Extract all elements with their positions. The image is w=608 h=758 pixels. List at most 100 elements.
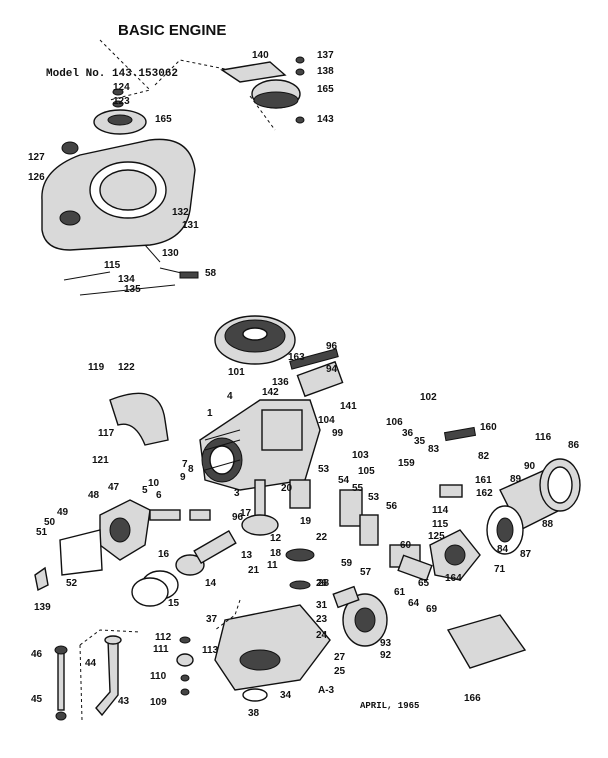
callout-119: 119	[88, 362, 105, 373]
callout-88: 88	[542, 519, 554, 530]
muffler	[332, 585, 388, 647]
revision-date: APRIL, 1965	[360, 701, 419, 711]
callout-14: 14	[205, 578, 217, 589]
callout-127: 127	[28, 152, 45, 163]
callout-38: 38	[248, 708, 260, 719]
crankcase-cover	[214, 599, 331, 702]
nut-127	[61, 141, 79, 155]
callout-131: 131	[182, 220, 199, 231]
callout-24: 24	[316, 630, 328, 641]
callout-56: 56	[386, 501, 398, 512]
callout-27: 27	[334, 652, 346, 663]
callout-34: 34	[280, 690, 292, 701]
callout-161: 161	[475, 475, 492, 486]
callout-87: 87	[520, 549, 532, 560]
dipstick	[57, 649, 65, 711]
callout-69: 69	[426, 604, 438, 615]
callout-102: 102	[420, 392, 437, 403]
callout-49: 49	[57, 507, 69, 518]
callout-1: 1	[207, 408, 213, 419]
callout-71: 71	[494, 564, 506, 575]
callout-142: 142	[262, 387, 279, 398]
blower-housing-group	[41, 39, 276, 296]
callout-139: 139	[34, 602, 51, 613]
oil-fill-tube	[95, 639, 119, 717]
callout-124: 124	[113, 82, 130, 93]
callout-6: 6	[156, 490, 162, 501]
callout-113: 113	[202, 645, 219, 656]
callout-115: 115	[432, 519, 449, 530]
flywheel	[214, 315, 344, 398]
callout-19: 19	[300, 516, 312, 527]
callout-65: 65	[418, 578, 430, 589]
callout-105: 105	[358, 466, 375, 477]
callout-116: 116	[535, 432, 552, 443]
callout-137: 137	[317, 50, 334, 61]
callout-7: 7	[182, 459, 188, 470]
callout-36: 36	[402, 428, 414, 439]
callout-141: 141	[340, 401, 357, 412]
callout-47: 47	[108, 482, 120, 493]
callout-46: 46	[31, 649, 43, 660]
callout-109: 109	[150, 697, 167, 708]
air-cleaner	[486, 458, 581, 555]
callout-57: 57	[360, 567, 372, 578]
callout-93: 93	[380, 638, 392, 649]
callout-22: 22	[316, 532, 328, 543]
callout-89: 89	[510, 474, 522, 485]
callout-13: 13	[241, 550, 253, 561]
callout-55: 55	[352, 483, 364, 494]
owners-manual	[446, 614, 527, 669]
callout-45: 45	[31, 694, 43, 705]
callout-143: 143	[317, 114, 334, 125]
callout-159: 159	[398, 458, 415, 469]
callout-130: 130	[162, 248, 179, 259]
callout-123: 123	[113, 96, 130, 107]
callout-96: 96	[326, 341, 338, 352]
callout-61: 61	[394, 587, 406, 598]
callout-135: 135	[124, 284, 141, 295]
callout-53: 53	[318, 464, 330, 475]
callout-37: 37	[206, 614, 218, 625]
callout-50: 50	[44, 517, 56, 528]
callout-9: 9	[180, 472, 186, 483]
cylinder-head	[59, 499, 151, 576]
callout-54: 54	[338, 475, 350, 486]
callout-136: 136	[272, 377, 289, 388]
callout-59: 59	[341, 558, 353, 569]
callout-115: 115	[104, 260, 121, 271]
callout-43: 43	[118, 696, 130, 707]
callout-84: 84	[497, 544, 509, 555]
callout-101: 101	[228, 367, 245, 378]
callout-12: 12	[270, 533, 282, 544]
callout-10: 10	[148, 478, 160, 489]
callout-82: 82	[478, 451, 490, 462]
callout-134: 134	[118, 274, 135, 285]
callout-44: 44	[85, 658, 97, 669]
callout-83: 83	[428, 444, 440, 455]
crankshaft	[241, 479, 315, 590]
callout-60: 60	[400, 540, 412, 551]
callout-23: 23	[316, 614, 328, 625]
callout-140: 140	[252, 50, 269, 61]
callout-31: 31	[316, 600, 328, 611]
callout-25: 25	[334, 666, 346, 677]
callout-51: 51	[36, 527, 48, 538]
callout-3: 3	[234, 488, 240, 499]
small-parts	[34, 566, 194, 696]
callout-164: 164	[445, 573, 462, 584]
callout-53: 53	[368, 492, 380, 503]
starter-handle-group	[220, 56, 305, 124]
callout-94: 94	[326, 364, 338, 375]
callout-99: 99	[332, 428, 344, 439]
callout-132: 132	[172, 207, 189, 218]
shroud-plate	[109, 392, 169, 446]
callout-90: 90	[524, 461, 536, 472]
carburetor-group	[289, 426, 481, 582]
callout-58: 58	[205, 268, 217, 279]
callout-26: 26	[316, 578, 328, 589]
callout-17: 17	[240, 508, 252, 519]
callout-64: 64	[408, 598, 420, 609]
